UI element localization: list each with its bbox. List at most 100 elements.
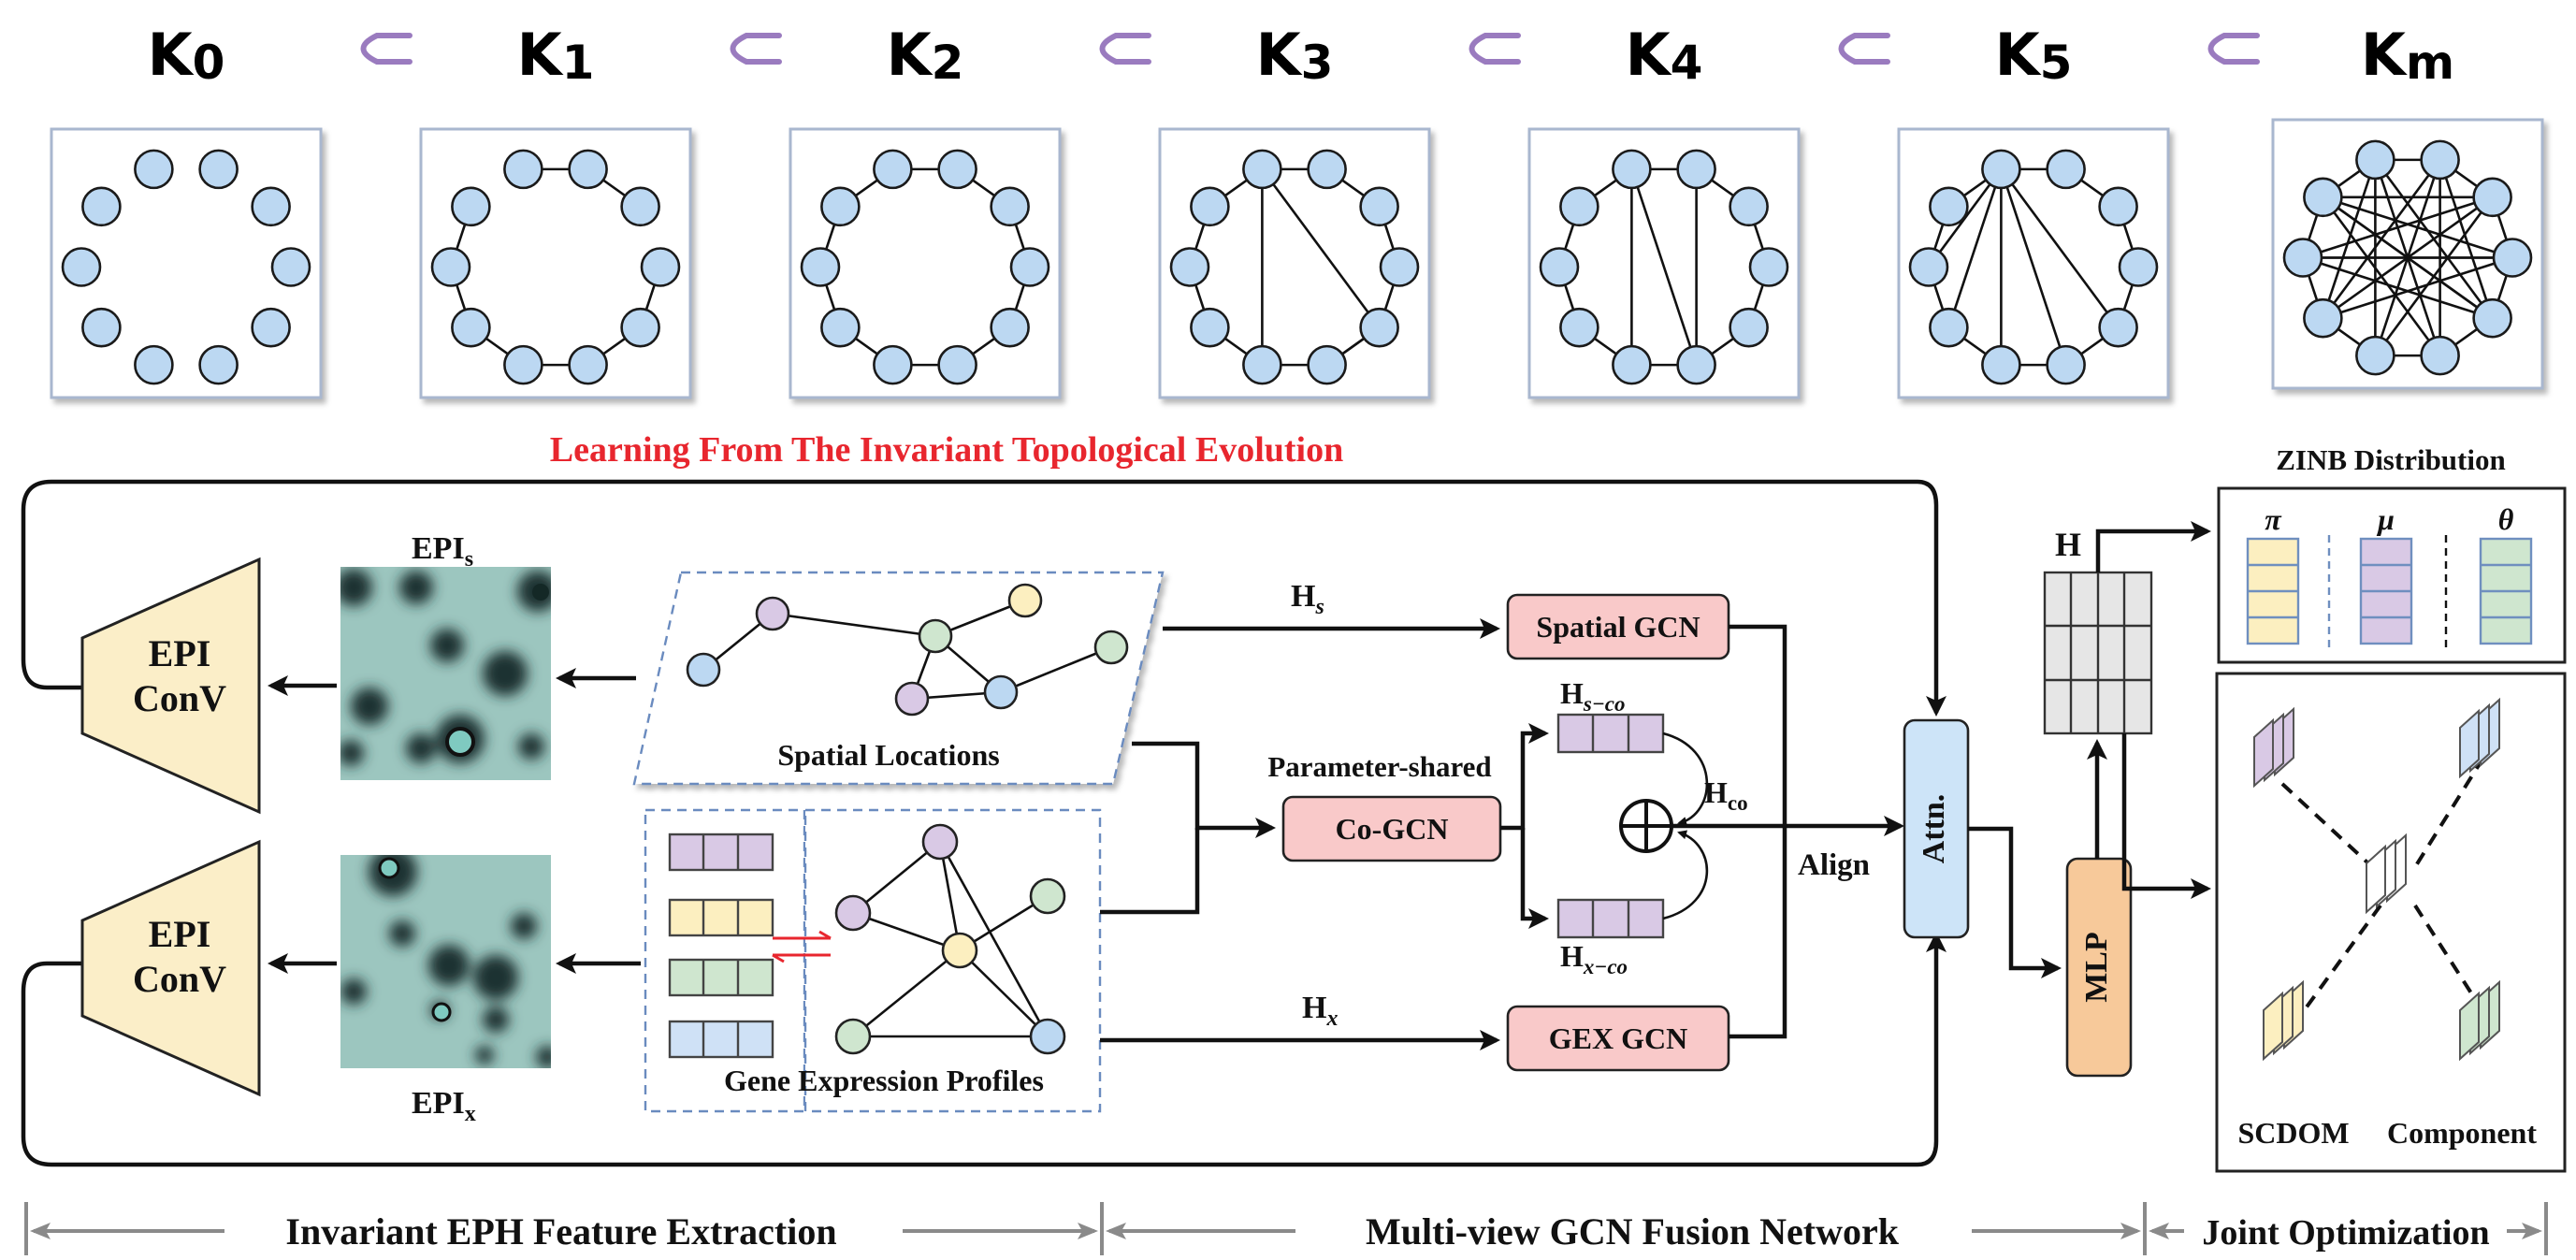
topology-node: [1359, 307, 1399, 348]
hxco-vector: [1556, 898, 1665, 939]
scdom-box: SCDOM Component: [2215, 672, 2567, 1173]
topology-node: [1748, 247, 1789, 287]
subset-icon: [2207, 33, 2260, 65]
topology-edge: [2302, 196, 2494, 259]
topology-node: [1612, 149, 1652, 190]
topology-stage-k1: K1: [419, 21, 692, 399]
gex-gcn-label: GEX GCN: [1549, 1021, 1687, 1055]
topology-node: [251, 307, 291, 348]
topology-node: [2118, 247, 2159, 287]
hxco-label: Hx−co: [1560, 939, 1628, 978]
attention-box: Attn.: [1903, 718, 1970, 939]
topology-node: [81, 186, 122, 227]
epi-conv-bottom: EPI ConV: [80, 839, 261, 1097]
topology-node: [1559, 307, 1599, 348]
topology-node: [2046, 344, 2086, 385]
topology-stage-k4: K4: [1527, 21, 1801, 399]
topology-stage-label: K4: [1626, 21, 1703, 90]
stack-yellow: [2263, 979, 2304, 1062]
topology-edge: [2322, 196, 2494, 320]
bottom-feedback-loop: [21, 932, 1946, 1167]
topology-node: [1676, 149, 1716, 190]
stack-green: [2459, 979, 2500, 1062]
topology-node: [1612, 344, 1652, 385]
topology-node: [61, 247, 102, 287]
topology-node: [2098, 307, 2138, 348]
topology-node: [873, 149, 913, 190]
topology-stage-label: K0: [148, 21, 225, 90]
epi-x-heatmap: [340, 855, 551, 1068]
topology-node: [568, 149, 608, 190]
topology-node: [1307, 344, 1347, 385]
epi-conv-top: EPI ConV: [80, 557, 261, 815]
expression-vector-rows: [668, 833, 774, 1059]
stack-blue: [2459, 697, 2500, 779]
topology-node: [990, 307, 1030, 348]
topology-node: [2472, 177, 2512, 218]
hco-label: Hco: [1704, 775, 1748, 815]
topology-node: [198, 149, 239, 190]
topology-node: [990, 186, 1030, 227]
subset-icon: [360, 33, 412, 65]
topology-edge: [2322, 256, 2513, 320]
topology-node: [1729, 186, 1769, 227]
topology-node: [1169, 247, 1210, 287]
topology-edge: [2000, 168, 2067, 366]
topology-node: [2420, 139, 2460, 181]
sum-operator-icon: [1619, 799, 1673, 853]
gene-expression-panel: Gene Expression Profiles: [644, 808, 1102, 1113]
subset-icon: [730, 33, 782, 65]
topology-node: [1981, 149, 2021, 190]
topology-node: [1981, 344, 2021, 385]
topology-edge: [1630, 168, 1698, 366]
topology-stage-label: K5: [1995, 21, 2073, 90]
topology-stage-label: Km: [2361, 21, 2454, 90]
topology-node: [937, 149, 977, 190]
gene-expression-label: Gene Expression Profiles: [724, 1064, 1044, 1097]
mlp-label: MLP: [2079, 932, 2114, 1003]
spatial-locations-label: Spatial Locations: [777, 738, 999, 772]
topology-node: [1929, 186, 1969, 227]
gex-gcn-box: GEX GCN: [1506, 1005, 1730, 1072]
topology-node: [1009, 247, 1050, 287]
section-brackets: Invariant EPH Feature Extraction Multi-v…: [24, 1202, 2548, 1255]
zinb-title: ZINB Distribution: [2276, 443, 2505, 476]
topology-node: [1539, 247, 1580, 287]
topology-node: [2355, 139, 2395, 181]
topology-node: [198, 344, 239, 385]
topology-stage-label: K2: [887, 21, 964, 90]
topology-edge: [2322, 196, 2441, 356]
co-gcn-box: Co-GCN: [1281, 795, 1502, 862]
learning-title: Learning From The Invariant Topological …: [550, 430, 1343, 470]
topology-node: [1929, 307, 1969, 348]
topology-node: [1908, 247, 1949, 287]
hx-label: Hx: [1302, 991, 1338, 1031]
topology-node: [451, 186, 491, 227]
topology-node: [873, 344, 913, 385]
topology-node: [2492, 238, 2533, 278]
topology-node: [451, 307, 491, 348]
arrow-cogcn-to-hsco: [1500, 723, 1549, 831]
arrow-hxco-to-sum: [1662, 830, 1709, 920]
topology-edge: [2322, 196, 2513, 259]
topology-evolution-row: K0 K1 K2 K3 K4 K5 Km: [50, 21, 2544, 399]
arrow-attn-to-mlp: [1968, 826, 2062, 978]
topology-stage-label: K3: [1256, 21, 1334, 90]
hsco-label: Hs−co: [1560, 676, 1626, 716]
topology-node: [1729, 307, 1769, 348]
spatial-gcn-label: Spatial GCN: [1536, 610, 1700, 644]
arrow-cogcn-to-hxco: [1520, 828, 1549, 929]
mlp-box: MLP: [2065, 857, 2133, 1078]
top-feedback-loop: [21, 479, 1946, 717]
topology-node: [2282, 238, 2323, 278]
topology-node: [2355, 335, 2395, 376]
topology-node: [620, 186, 660, 227]
section-left-label: Invariant EPH Feature Extraction: [285, 1210, 836, 1253]
topology-node: [1190, 307, 1230, 348]
subset-icon: [1838, 33, 1890, 65]
topology-node: [2303, 297, 2343, 339]
topology-node: [251, 186, 291, 227]
arrow-gene-to-cogcn: [1100, 828, 1200, 915]
